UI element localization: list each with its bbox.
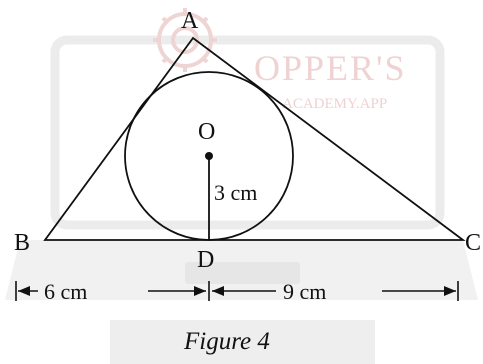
- label-vertex-c: C: [465, 230, 481, 256]
- arrow-left-icon: [212, 286, 224, 296]
- figure-caption: Figure 4: [183, 328, 270, 355]
- label-center-o: O: [198, 119, 215, 145]
- arrow-right-icon: [444, 286, 456, 296]
- dimension-arrowheads: [18, 286, 456, 296]
- radius-measure-label: 3 cm: [214, 180, 257, 205]
- watermark-text-sub: ACADEMY.APP: [282, 96, 387, 112]
- laptop-watermark-icon: [5, 35, 478, 364]
- measure-bd-label: 6 cm: [44, 279, 87, 304]
- watermark: OPPER'S ACADEMY.APP: [5, 8, 478, 364]
- arrow-left-icon: [18, 286, 30, 296]
- arrow-right-icon: [194, 286, 206, 296]
- gear-watermark-icon: [153, 8, 217, 72]
- label-vertex-a: A: [181, 8, 199, 34]
- center-point-o: [205, 152, 213, 160]
- triangle-abc: [43, 36, 466, 241]
- label-vertex-b: B: [14, 230, 30, 256]
- label-point-d: D: [197, 247, 214, 273]
- measure-dc-label: 9 cm: [283, 279, 326, 304]
- watermark-text-main: OPPER'S: [254, 48, 407, 88]
